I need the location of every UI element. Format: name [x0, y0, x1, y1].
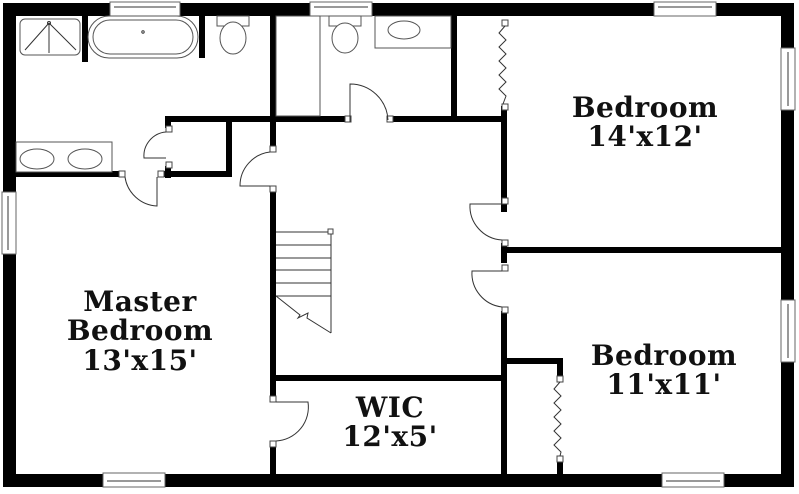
- room-label-bedroom-1: Bedroom 14'x12': [572, 93, 718, 152]
- door-swings: [124, 83, 503, 442]
- room-name-line2: Bedroom: [66, 314, 214, 348]
- room-dimensions: 14'x12': [587, 120, 703, 154]
- room-dimensions: 12'x5': [342, 420, 438, 454]
- room-name: Bedroom: [571, 91, 719, 124]
- room-dimensions: 13'x15': [82, 343, 198, 377]
- exterior-walls: [3, 3, 794, 487]
- bifold-doors: [498, 25, 562, 457]
- room-name-line1: Master: [83, 285, 197, 318]
- door-jambs: [118, 19, 564, 463]
- room-name: Bedroom: [590, 339, 738, 372]
- room-label-wic: WIC 12'x5': [342, 393, 437, 452]
- interior-walls: [14, 14, 783, 477]
- hall-bath-fixtures: [275, 15, 452, 117]
- room-label-bedroom-2: Bedroom 11'x11': [591, 341, 737, 400]
- room-dimensions: 11'x11': [606, 368, 722, 402]
- master-bath-fixtures: [15, 15, 250, 173]
- room-name: WIC: [355, 391, 425, 424]
- room-label-master-bedroom: Master Bedroom 13'x15': [66, 285, 214, 377]
- stairs: [275, 228, 334, 334]
